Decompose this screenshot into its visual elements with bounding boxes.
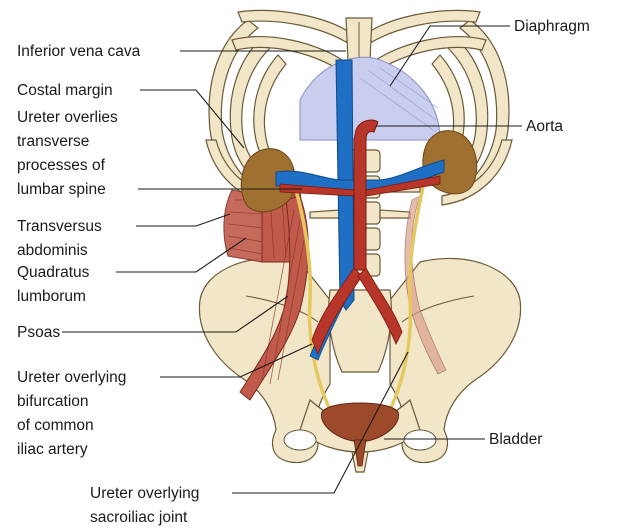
label-ureter-overlies-line3: processes of [17, 157, 106, 174]
label-ureter-sacroiliac-line2: sacroiliac joint [90, 509, 188, 526]
label-ureter-bifurcation-line1: Ureter overlying [17, 369, 126, 386]
label-ureter-overlies-line1: Ureter overlies [17, 109, 118, 126]
label-ureter-overlies-line2: transverse [17, 133, 89, 150]
label-ureter-bifurcation-line2: bifurcation [17, 393, 89, 410]
label-psoas: Psoas [17, 324, 60, 341]
label-transversus-line1: Transversus [17, 218, 102, 235]
label-ureter-overlies-line4: lumbar spine [17, 181, 106, 198]
label-inferior-vena-cava: Inferior vena cava [17, 43, 141, 60]
label-quadratus-line2: lumborum [17, 288, 86, 305]
label-quadratus-line1: Quadratus [17, 264, 90, 281]
label-transversus-line2: abdominis [17, 242, 88, 259]
label-costal-margin: Costal margin [17, 82, 113, 99]
label-ureter-sacroiliac-line1: Ureter overlying [90, 485, 199, 502]
label-bladder: Bladder [489, 431, 542, 448]
label-diaphragm: Diaphragm [514, 18, 590, 35]
label-ureter-bifurcation-line3: of common [17, 417, 94, 434]
label-ureter-bifurcation-line4: iliac artery [17, 441, 88, 458]
label-aorta: Aorta [526, 118, 563, 135]
